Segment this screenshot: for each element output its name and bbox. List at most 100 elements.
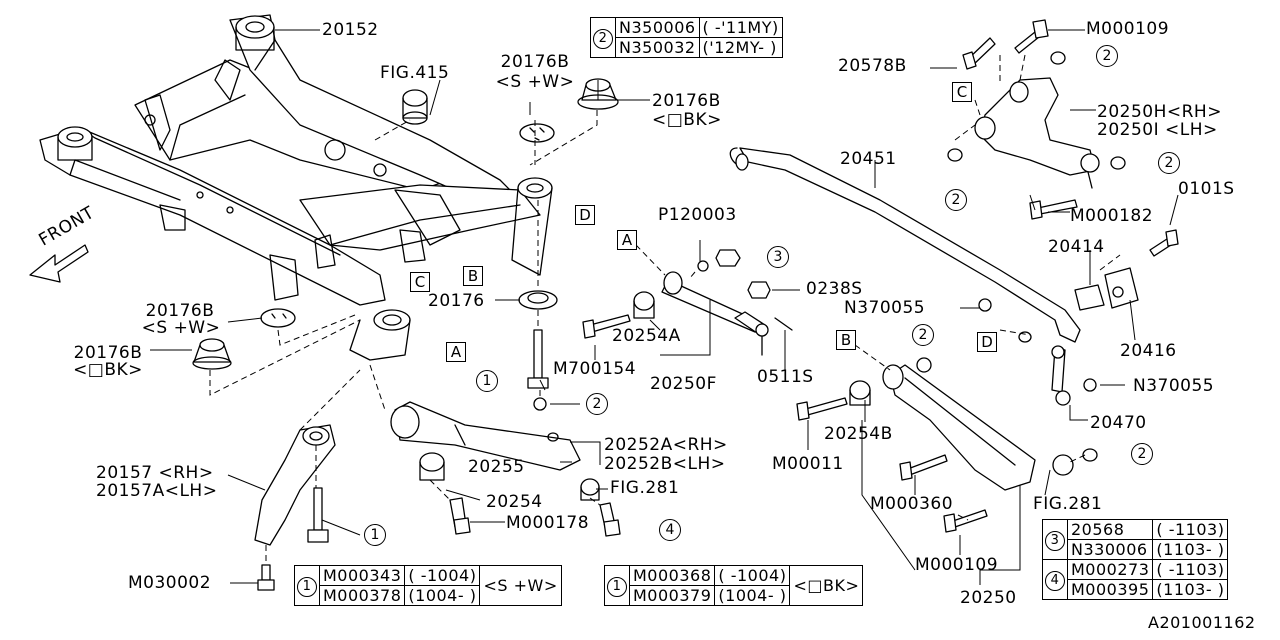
label-20250: 20250 bbox=[960, 588, 1017, 608]
callout-box-c-left: C bbox=[410, 272, 430, 292]
label-sw-top: <S +W> bbox=[495, 72, 575, 92]
callout-box-d-right: D bbox=[977, 332, 997, 352]
callout-circle-3: 3 bbox=[767, 246, 789, 268]
label-fig281-right[interactable]: FIG.281 bbox=[1033, 494, 1103, 514]
label-20254: 20254 bbox=[486, 492, 543, 512]
bushing-fig415 bbox=[402, 89, 428, 125]
bracket-20157 bbox=[254, 424, 336, 591]
callout-box-b-left: B bbox=[463, 266, 483, 286]
label-m00011: M00011 bbox=[772, 454, 844, 474]
label-20176b-top: 20176B bbox=[500, 52, 570, 72]
label-obk-left: <□BK> bbox=[73, 360, 143, 380]
label-0511s: 0511S bbox=[757, 367, 814, 387]
table-cell-part: 20568 bbox=[1066, 519, 1154, 540]
callout-circle-1-b: 1 bbox=[364, 524, 386, 546]
label-20414: 20414 bbox=[1048, 237, 1105, 257]
label-20252b: 20252B<LH> bbox=[604, 454, 726, 474]
label-n370055-a: N370055 bbox=[844, 298, 926, 318]
table-note-3-number: 3 bbox=[1045, 530, 1065, 551]
table-cell-range: (1103- ) bbox=[1152, 539, 1229, 560]
callout-circle-2-a: 2 bbox=[586, 393, 608, 415]
label-m000109-top: M000109 bbox=[1086, 19, 1170, 39]
label-20157a: 20157A<LH> bbox=[96, 481, 218, 501]
label-m000360: M000360 bbox=[870, 494, 954, 514]
label-m700154: M700154 bbox=[553, 359, 637, 379]
label-20176b-bk-top: 20176B bbox=[652, 91, 721, 111]
label-n370055-b: N370055 bbox=[1133, 376, 1215, 396]
table-cell-range: (1103- ) bbox=[1152, 579, 1229, 600]
callout-circle-2-c: 2 bbox=[945, 189, 967, 211]
table-cell-range: ( -1103) bbox=[1152, 519, 1229, 540]
callout-circle-1-a: 1 bbox=[476, 370, 498, 392]
label-20250i: 20250I <LH> bbox=[1097, 120, 1218, 140]
front-arrow-icon bbox=[29, 244, 89, 283]
label-m000182: M000182 bbox=[1070, 206, 1154, 226]
table-cell-part: M000343 bbox=[318, 565, 406, 586]
callout-box-a-left: A bbox=[446, 342, 466, 362]
table-note-3-4: 3 20568 ( -1103) N330006 (1103- ) 4 M000… bbox=[1042, 519, 1229, 600]
label-20250h: 20250H<RH> bbox=[1097, 102, 1222, 122]
label-20255: 20255 bbox=[468, 457, 525, 477]
table-note-4-number: 4 bbox=[1045, 570, 1065, 591]
table-cell-range: (1004- ) bbox=[404, 585, 481, 606]
table-cell-part: N350032 bbox=[615, 37, 700, 58]
crossmember-drawing bbox=[39, 14, 553, 361]
table-note-1-bk-number: 1 bbox=[607, 576, 627, 597]
label-20152: 20152 bbox=[322, 20, 379, 40]
label-fig281-left[interactable]: FIG.281 bbox=[610, 478, 680, 498]
table-cell-part: M000379 bbox=[628, 585, 716, 606]
callout-circle-2-f: 2 bbox=[1131, 443, 1153, 465]
label-20250f: 20250F bbox=[650, 374, 717, 394]
callout-box-b-right: B bbox=[836, 330, 856, 350]
table-cell-range: ( -1103) bbox=[1152, 559, 1229, 580]
label-m000178: M000178 bbox=[506, 513, 590, 533]
table-cell-range: ( -1004) bbox=[714, 565, 791, 586]
label-m030002: M030002 bbox=[128, 573, 212, 593]
label-20254a: 20254A bbox=[612, 326, 681, 346]
label-20416: 20416 bbox=[1120, 341, 1177, 361]
label-20252a: 20252A<RH> bbox=[604, 435, 728, 455]
callout-box-a-link: A bbox=[617, 230, 637, 250]
table-note-1-bk: 1 M000368 ( -1004) <□BK> M000379 (1004- … bbox=[604, 565, 864, 606]
lateral-link-20250f bbox=[582, 249, 793, 356]
trailing-link-20252a bbox=[390, 401, 621, 537]
callout-circle-4: 4 bbox=[659, 519, 681, 541]
table-cell-part: N350006 bbox=[615, 17, 700, 38]
table-cell-part: M000273 bbox=[1066, 559, 1154, 580]
label-0101s: 0101S bbox=[1178, 179, 1235, 199]
table-cell-range: ( -1004) bbox=[404, 565, 481, 586]
table-cell-range: ('12MY- ) bbox=[698, 37, 783, 58]
label-p120003: P120003 bbox=[658, 205, 737, 225]
stabilizer-bar-20451 bbox=[729, 147, 1081, 343]
table-cell-part: M000368 bbox=[628, 565, 716, 586]
label-20176: 20176 bbox=[428, 291, 485, 311]
label-obk-top: <□BK> bbox=[652, 110, 722, 130]
table-cell-note: <□BK> bbox=[789, 565, 864, 606]
callout-circle-2-b: 2 bbox=[1096, 45, 1118, 67]
table-cell-part: M000395 bbox=[1066, 579, 1154, 600]
label-fig415[interactable]: FIG.415 bbox=[380, 63, 450, 83]
lower-arm-20250 bbox=[796, 357, 1098, 533]
callout-box-d-top: D bbox=[575, 205, 595, 225]
callout-box-c-right: C bbox=[952, 82, 972, 102]
callout-circle-2-e: 2 bbox=[912, 324, 934, 346]
table-note-1-sw: 1 M000343 ( -1004) <S +W> M000378 (1004-… bbox=[294, 565, 562, 606]
table-cell-range: (1004- ) bbox=[714, 585, 791, 606]
callout-circle-2-d: 2 bbox=[1158, 152, 1180, 174]
label-20470: 20470 bbox=[1090, 413, 1147, 433]
label-0238s: 0238S bbox=[806, 279, 863, 299]
label-20578b: 20578B bbox=[838, 56, 907, 76]
upper-arm-20250h bbox=[947, 19, 1126, 220]
table-note-2: 2 N350006 ( -'11MY) N350032 ('12MY- ) bbox=[590, 17, 783, 58]
table-cell-part: N330006 bbox=[1066, 539, 1154, 560]
label-20176b-bk-left: 20176B bbox=[73, 343, 143, 363]
table-cell-note: <S +W> bbox=[479, 565, 562, 606]
label-20176b-left: 20176B bbox=[145, 301, 215, 321]
table-note-1-sw-number: 1 bbox=[297, 576, 317, 597]
label-20254b: 20254B bbox=[824, 424, 893, 444]
label-20157: 20157 <RH> bbox=[96, 463, 214, 483]
label-m000109-bot: M000109 bbox=[915, 555, 999, 575]
table-cell-part: M000378 bbox=[318, 585, 406, 606]
label-sw-left: <S +W> bbox=[141, 318, 221, 338]
